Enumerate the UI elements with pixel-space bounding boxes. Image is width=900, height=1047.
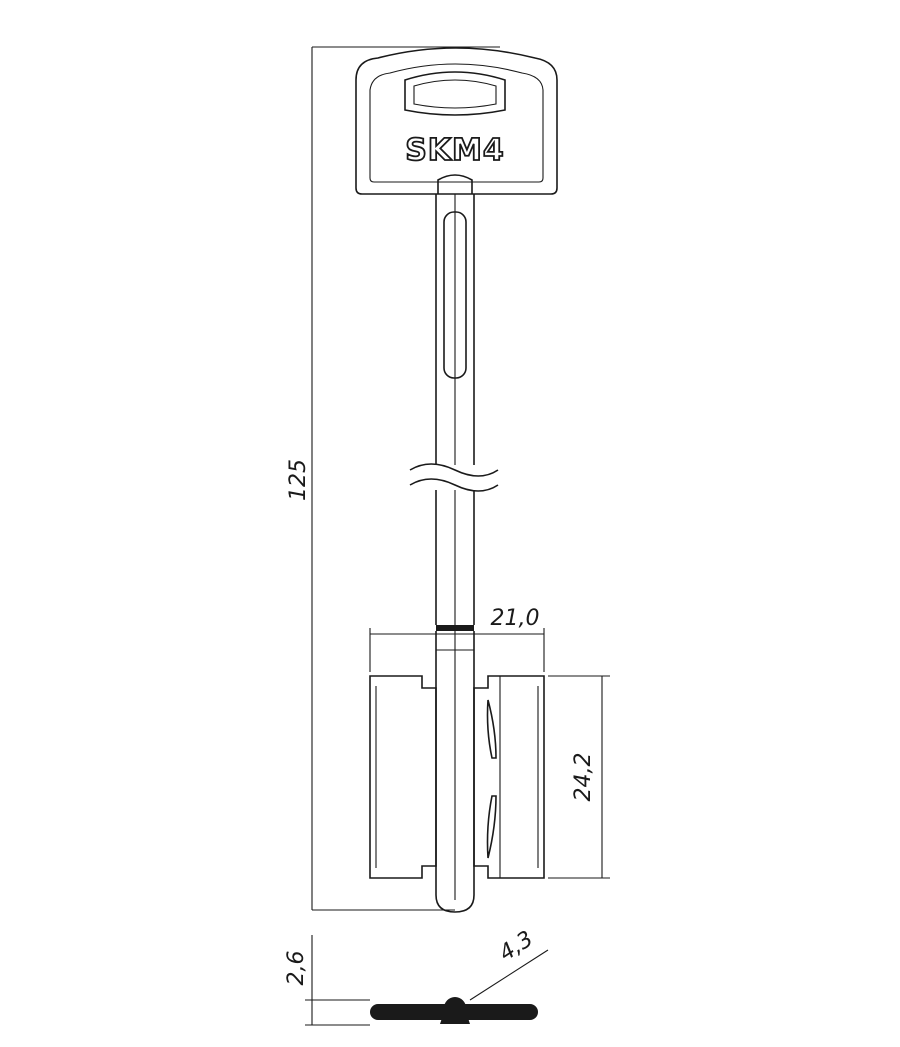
bit-cut-upper: [486, 699, 497, 759]
overall-length-label: 125: [286, 459, 311, 501]
bit-cut-lower: [486, 795, 497, 859]
key-model-label: SKM4: [405, 133, 505, 168]
key-shank: [409, 174, 499, 913]
key-bit-left: [369, 675, 437, 879]
overall-length-dimension: 125: [286, 46, 500, 911]
bit-height-dimension: 24,2: [548, 675, 610, 879]
profile-thickness-label: 2,6: [284, 951, 309, 986]
bit-width-dimension: 21,0: [369, 606, 545, 672]
bit-width-label: 21,0: [491, 606, 540, 631]
shank-groove: [443, 211, 467, 379]
key-head: SKM4: [355, 47, 558, 195]
shank-collar: [436, 625, 474, 631]
break-mark-top: [409, 463, 499, 477]
key-profile-section: 2,6 4,3: [284, 927, 549, 1026]
profile-width-leader: [469, 949, 549, 1001]
break-mark-bottom: [409, 478, 499, 492]
key-bit-right: [473, 675, 545, 879]
bit-height-label: 24,2: [571, 753, 596, 802]
head-window: [404, 71, 506, 116]
